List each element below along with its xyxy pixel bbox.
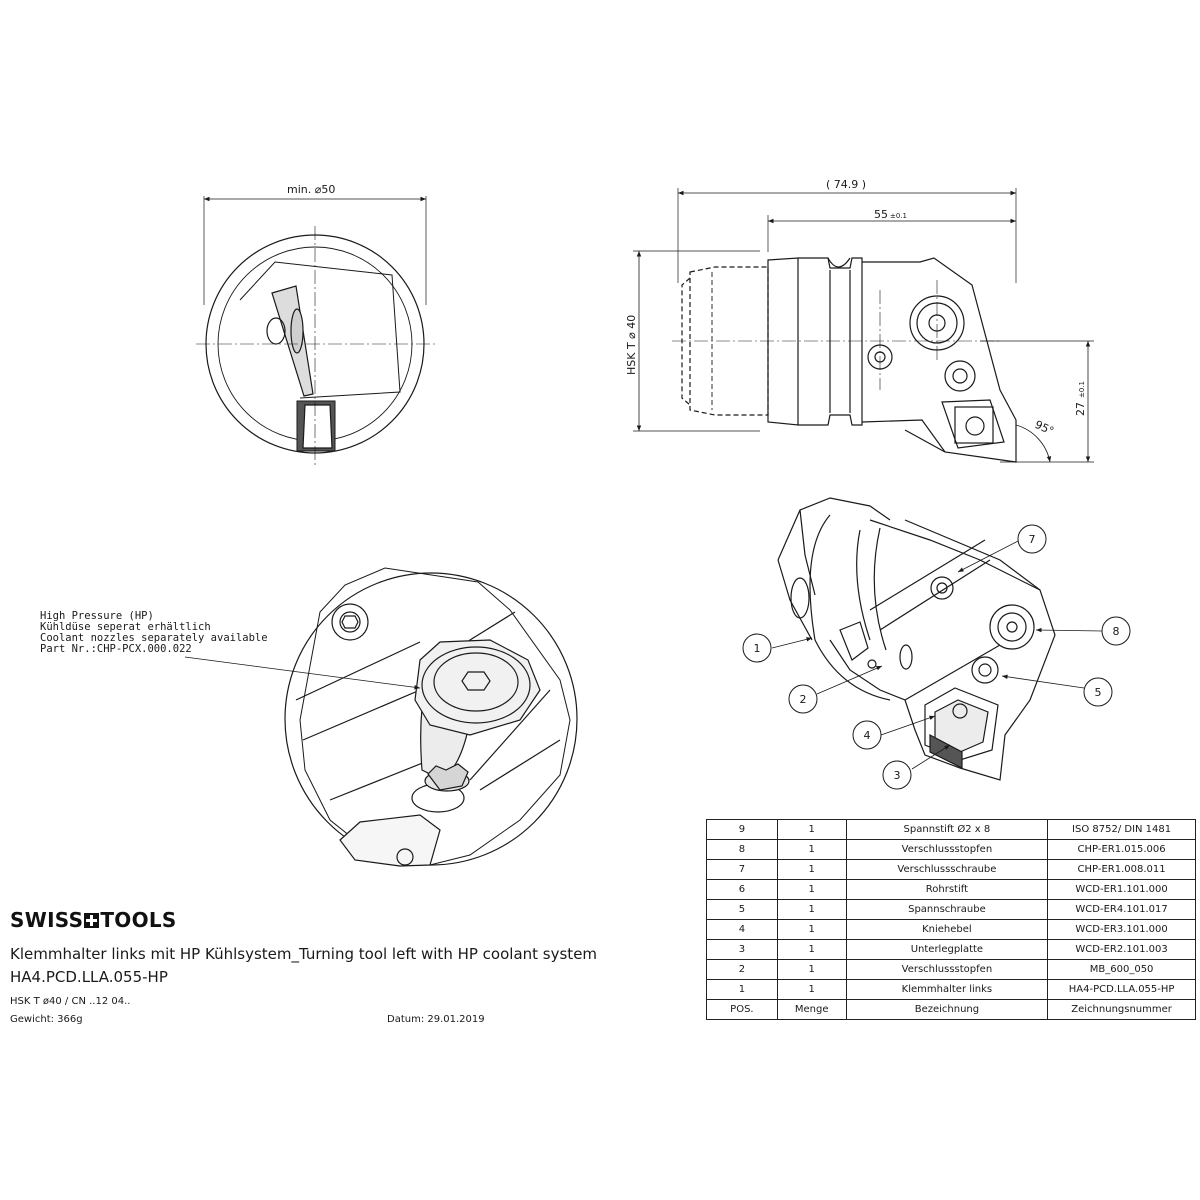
pos-cell: 6 — [706, 879, 778, 900]
drawing-number-cell: CHP-ER1.008.011 — [1047, 859, 1196, 880]
isometric-view — [777, 497, 1056, 781]
brand-left: SWISS — [10, 908, 84, 932]
drawing-number-cell: Zeichnungsnummer — [1047, 999, 1196, 1020]
drawing-number-cell: WCD-ER1.101.000 — [1047, 879, 1196, 900]
drawing-title: Klemmhalter links mit HP Kühlsystem_Turn… — [10, 945, 598, 963]
description-cell: Spannschraube — [845, 899, 1049, 920]
qty-cell: 1 — [776, 979, 847, 1000]
callout-1: 1 — [742, 633, 772, 663]
qty-cell: 1 — [776, 959, 847, 980]
drawing-number-cell: CHP-ER1.015.006 — [1047, 839, 1196, 860]
part-code: HA4.PCD.LLA.055-HP — [10, 968, 168, 986]
qty-cell: 1 — [776, 919, 847, 940]
length-55-tolerance: ±0.1 — [890, 212, 907, 220]
callout-8: 8 — [1101, 616, 1131, 646]
description-cell: Bezeichnung — [845, 999, 1049, 1020]
pos-cell: 4 — [706, 919, 778, 940]
pos-cell: 3 — [706, 939, 778, 960]
qty-cell: 1 — [776, 939, 847, 960]
svg-text:2: 2 — [800, 693, 807, 706]
qty-cell: 1 — [776, 899, 847, 920]
callout-7: 7 — [1017, 524, 1047, 554]
pos-cell: 9 — [706, 819, 778, 840]
height-27-tolerance: ±0.1 — [1078, 381, 1086, 398]
detail-view — [284, 567, 578, 867]
swiss-cross-icon — [84, 912, 100, 928]
pos-cell: 8 — [706, 839, 778, 860]
callout-4: 4 — [852, 720, 882, 750]
side-view — [633, 188, 1094, 463]
drawing-number-cell: MB_600_050 — [1047, 959, 1196, 980]
brand-logo: SWISS TOOLS — [10, 908, 177, 932]
note-line: Part Nr.:CHP-PCX.000.022 — [40, 643, 192, 655]
description-cell: Rohrstift — [845, 879, 1049, 900]
date-line: Datum: 29.01.2019 — [387, 1014, 485, 1025]
min-diameter-label: min. ⌀50 — [287, 183, 335, 196]
drawing-number-cell: WCD-ER4.101.017 — [1047, 899, 1196, 920]
pos-cell: 7 — [706, 859, 778, 880]
note-line: Coolant nozzles separately available — [40, 632, 268, 644]
note-line: High Pressure (HP) — [40, 610, 154, 622]
description-cell: Verschlussstopfen — [845, 959, 1049, 980]
description-cell: Verschlussschraube — [845, 859, 1049, 880]
svg-text:5: 5 — [1095, 686, 1102, 699]
qty-cell: 1 — [776, 859, 847, 880]
weight-line: Gewicht: 366g — [10, 1014, 83, 1025]
note-line: Kühldüse seperat erhältlich — [40, 621, 211, 633]
callout-2: 2 — [788, 684, 818, 714]
height-27-label: 27 — [1074, 402, 1087, 416]
pos-cell: 5 — [706, 899, 778, 920]
svg-text:7: 7 — [1029, 533, 1036, 546]
callout-5: 5 — [1083, 677, 1113, 707]
svg-text:8: 8 — [1113, 625, 1120, 638]
hsk-diameter-label: HSK T ⌀ 40 — [625, 315, 638, 375]
svg-text:4: 4 — [864, 729, 871, 742]
overall-length-label: ( 74.9 ) — [826, 178, 866, 191]
length-55-label: 55 — [874, 208, 888, 221]
description-cell: Unterlegplatte — [845, 939, 1049, 960]
description-cell: Klemmhalter links — [845, 979, 1049, 1000]
svg-text:1: 1 — [754, 642, 761, 655]
drawing-number-cell: WCD-ER3.101.000 — [1047, 919, 1196, 940]
coolant-note: High Pressure (HP) Kühldüse seperat erhä… — [40, 611, 268, 655]
end-view — [196, 196, 436, 466]
pos-cell: 1 — [706, 979, 778, 1000]
angle-label: 95° — [1033, 418, 1056, 438]
svg-text:3: 3 — [894, 769, 901, 782]
qty-cell: 1 — [776, 839, 847, 860]
qty-cell: 1 — [776, 819, 847, 840]
description-cell: Kniehebel — [845, 919, 1049, 940]
callout-3: 3 — [882, 760, 912, 790]
description-cell: Verschlussstopfen — [845, 839, 1049, 860]
spec-line: HSK T ø40 / CN ..12 04.. — [10, 996, 131, 1007]
qty-cell: Menge — [776, 999, 847, 1020]
pos-cell: 2 — [706, 959, 778, 980]
drawing-number-cell: HA4-PCD.LLA.055-HP — [1047, 979, 1196, 1000]
qty-cell: 1 — [776, 879, 847, 900]
description-cell: Spannstift Ø2 x 8 — [845, 819, 1049, 840]
pos-cell: POS. — [706, 999, 778, 1020]
callout-leaders — [184, 540, 1103, 770]
brand-right: TOOLS — [100, 908, 177, 932]
drawing-number-cell: ISO 8752/ DIN 1481 — [1047, 819, 1196, 840]
drawing-number-cell: WCD-ER2.101.003 — [1047, 939, 1196, 960]
